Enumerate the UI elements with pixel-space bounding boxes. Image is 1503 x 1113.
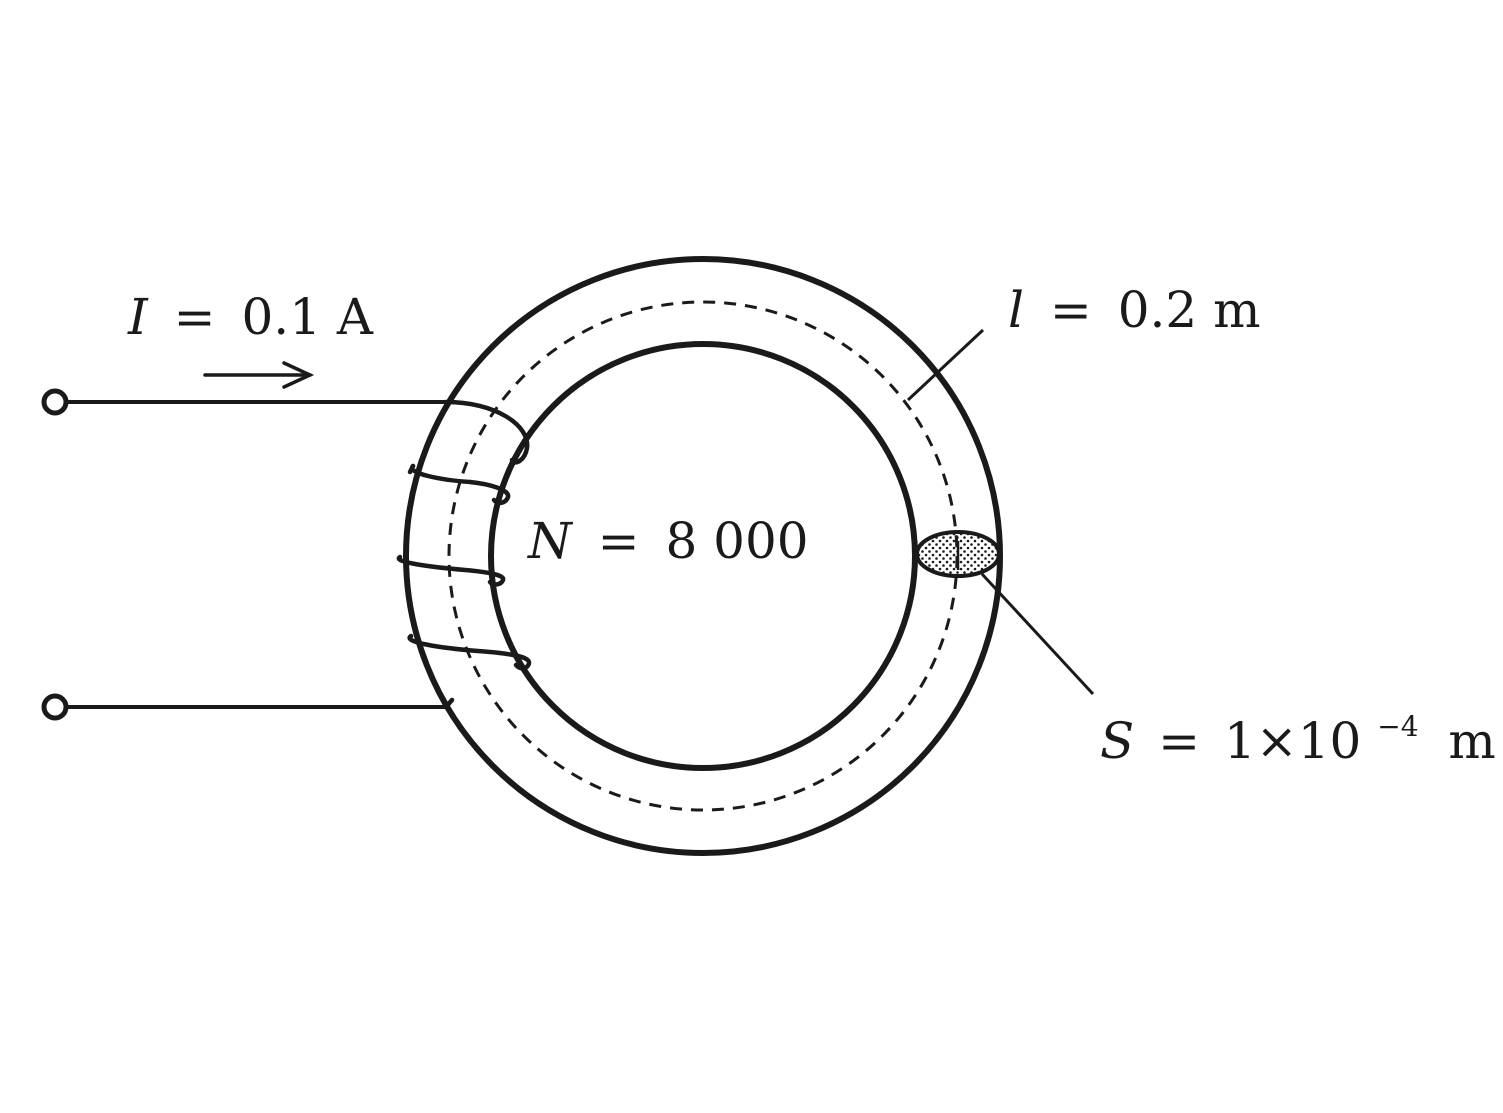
terminal-bottom [41, 693, 69, 721]
area-leader-line [980, 572, 1095, 696]
length-label: l = 0.2 m [1008, 281, 1261, 339]
toroid-inner-ring [488, 341, 918, 771]
coil-windings [396, 399, 532, 710]
area-label: S = 1×10 −4 m 2 [1100, 690, 1503, 770]
length-leader-line [906, 328, 985, 402]
terminal-top [41, 388, 69, 416]
current-label: I = 0.1 A [127, 288, 374, 346]
current-arrow [203, 361, 315, 389]
turns-label: N = 8 000 [527, 512, 809, 570]
